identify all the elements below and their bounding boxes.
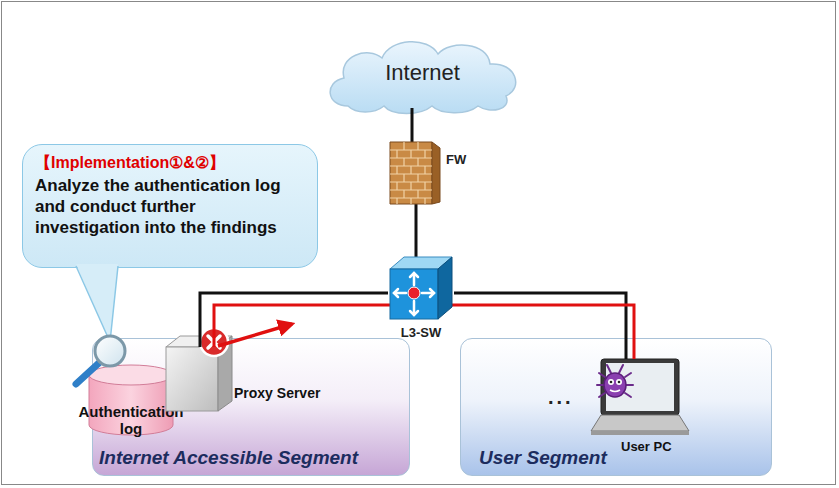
segment-band: Internet Accessible SegmentAuthenticatio… [92,338,410,476]
network-link [415,204,418,257]
callout-tail [76,264,118,342]
l3-switch: L3-SW [388,255,454,319]
node-label: L3-SW [382,325,460,340]
node-body-text: Analyze the authentication log and condu… [35,175,301,238]
node-label: Internet Accessible Segment [99,447,409,469]
segment-band: User SegmentUser PC [460,338,772,476]
user-pc-outline [591,357,689,435]
node-label: 【Implementation①&②】 [35,153,315,174]
node-label: User PC [621,439,701,454]
l3-switch-outline [388,255,454,319]
user-pc: User PC [591,357,689,435]
ellipsis-label: ... [548,386,574,409]
firewall: FW [384,138,474,206]
log-database: Authentication log [83,363,179,437]
internet-cloud: Internet [320,36,525,114]
callout-bubble: 【Implementation①&②】Analyze the authentic… [22,144,318,268]
node-label: Internet [320,60,525,86]
proxy-server: Proxy Server [166,329,232,411]
proxy-server-outline [166,329,232,411]
callout-tail-outline [76,266,118,342]
firewall-outline [384,138,474,206]
node-label: Proxy Server [234,385,354,401]
node-label: FW [446,152,476,167]
